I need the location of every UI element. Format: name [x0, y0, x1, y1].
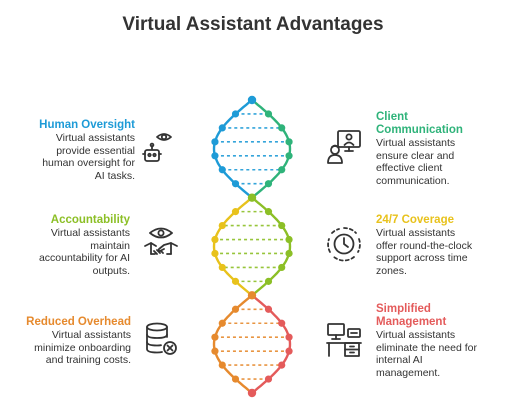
- helix-node: [264, 208, 273, 216]
- helix-node: [231, 305, 240, 313]
- helix-crossing-node: [247, 95, 257, 105]
- database-cancel-icon: [142, 320, 180, 358]
- helix-crossing-node: [247, 193, 257, 202]
- item-line: and training costs.: [45, 354, 131, 366]
- item-heading: Human Oversight: [39, 119, 135, 131]
- helix-node: [285, 235, 293, 244]
- helix-node: [211, 347, 219, 355]
- item-24-7-coverage: 24/7 Coverage Virtual assistants offer r…: [376, 214, 506, 277]
- item-line: eliminate the need for: [376, 341, 477, 354]
- helix-crossing-node: [247, 388, 257, 398]
- item-line: effective client: [376, 162, 443, 174]
- item-heading-line2: Communication: [376, 124, 463, 136]
- helix-node: [231, 208, 240, 216]
- helix-node: [285, 347, 293, 355]
- item-client-communication: Client Communication Virtual assistants …: [376, 111, 506, 187]
- helix-node: [264, 375, 273, 383]
- video-call-icon: [325, 128, 363, 166]
- item-line: accountability for AI: [38, 252, 130, 264]
- item-line: human oversight for: [42, 157, 135, 169]
- helix-node: [264, 180, 273, 188]
- helix-node: [218, 221, 226, 230]
- diagram-title: Virtual Assistant Advantages: [122, 14, 384, 35]
- item-line: support across time: [376, 252, 468, 264]
- helix-node: [211, 249, 219, 258]
- handshake-eye-icon: [142, 224, 180, 262]
- item-heading: Simplified: [376, 303, 431, 315]
- helix-node: [278, 221, 286, 230]
- helix-node: [218, 361, 226, 369]
- helix-node: [211, 138, 219, 146]
- helix-node: [211, 152, 219, 160]
- helix-node: [285, 249, 293, 258]
- item-heading: Client: [376, 111, 408, 123]
- item-line: Virtual assistants: [51, 329, 131, 341]
- item-line: Virtual assistants: [55, 132, 135, 144]
- item-heading: Reduced Overhead: [26, 316, 131, 328]
- helix-node: [218, 124, 226, 132]
- helix-node: [264, 110, 273, 118]
- helix-node: [264, 305, 273, 313]
- item-line: internal AI: [376, 354, 423, 366]
- item-line: offer round-the-clock: [376, 239, 473, 252]
- helix-node: [211, 235, 219, 244]
- item-heading: Accountability: [50, 214, 130, 226]
- item-accountability: Accountability Virtual assistants mainta…: [0, 214, 130, 277]
- item-simplified-management: Simplified Management Virtual assistants…: [376, 303, 506, 379]
- helix-node: [218, 166, 226, 174]
- desk-icon: [325, 321, 363, 359]
- helix-node: [211, 333, 219, 341]
- helix-node: [278, 263, 286, 272]
- item-human-oversight: Human Oversight Virtual assistants provi…: [0, 119, 135, 182]
- helix-crossing-node: [247, 291, 257, 300]
- helix-node: [231, 277, 240, 285]
- item-line: zones.: [376, 264, 407, 277]
- helix-node: [285, 138, 293, 146]
- helix-node: [285, 152, 293, 160]
- item-line: Virtual assistants: [376, 329, 456, 341]
- item-line: maintain: [90, 239, 130, 252]
- item-line: Virtual assistants: [376, 227, 456, 239]
- item-line: communication.: [376, 174, 450, 187]
- helix-node: [278, 361, 286, 369]
- helix-node: [218, 319, 226, 327]
- robot-eye-icon: [139, 128, 177, 166]
- helix-node: [278, 124, 286, 132]
- helix-node: [278, 319, 286, 327]
- helix-node: [231, 180, 240, 188]
- item-line: management.: [376, 366, 441, 379]
- item-line: provide essential: [56, 144, 135, 157]
- helix-node: [264, 277, 273, 285]
- item-line: minimize onboarding: [34, 341, 131, 354]
- item-heading: 24/7 Coverage: [376, 214, 454, 226]
- helix-node: [218, 263, 226, 272]
- helix-node: [231, 110, 240, 118]
- item-line: AI tasks.: [94, 169, 135, 182]
- item-line: ensure clear and: [376, 149, 455, 162]
- helix-node: [231, 375, 240, 383]
- item-reduced-overhead: Reduced Overhead Virtual assistants mini…: [0, 316, 131, 367]
- clock-icon: [325, 224, 363, 262]
- helix-node: [278, 166, 286, 174]
- item-line: outputs.: [92, 264, 130, 277]
- item-line: Virtual assistants: [50, 227, 130, 239]
- helix-node: [285, 333, 293, 341]
- item-line: Virtual assistants: [376, 137, 456, 149]
- item-heading-line2: Management: [376, 316, 447, 328]
